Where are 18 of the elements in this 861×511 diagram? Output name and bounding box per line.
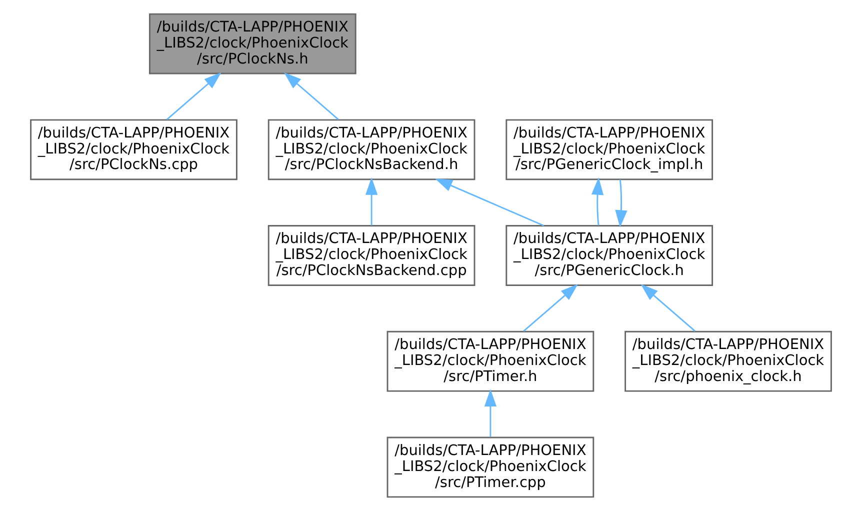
node-box: /builds/CTA-LAPP/PHOENIX _LIBS2/clock/PhoenixClock /src/PClockNs.cpp <box>30 119 237 180</box>
arrow <box>590 177 604 226</box>
arrow <box>640 284 696 332</box>
arrow <box>434 178 544 226</box>
node-box: /builds/CTA-LAPP/PHOENIX _LIBS2/clock/PhoenixClock /src/PClockNsBackend.h <box>267 119 475 180</box>
node-box: /builds/CTA-LAPP/PHOENIX _LIBS2/clock/PhoenixClock /src/PClockNs.h <box>148 13 356 74</box>
node-box: /builds/CTA-LAPP/PHOENIX _LIBS2/clock/PhoenixClock /src/PGenericClock_impl.h <box>505 119 713 180</box>
arrow <box>484 389 496 438</box>
arrow <box>614 180 627 228</box>
arrow <box>166 72 221 120</box>
node-box: /builds/CTA-LAPP/PHOENIX _LIBS2/clock/PhoenixClock /src/phoenix_clock.h <box>624 330 832 392</box>
arrow <box>364 177 378 226</box>
node-box: /builds/CTA-LAPP/PHOENIX _LIBS2/clock/PhoenixClock /src/PTimer.h <box>386 330 594 392</box>
node-box: /builds/CTA-LAPP/PHOENIX _LIBS2/clock/PhoenixClock /src/PTimer.cpp <box>386 436 594 498</box>
arrow <box>283 72 338 120</box>
node-box: /builds/CTA-LAPP/PHOENIX _LIBS2/clock/PhoenixClock /src/PGenericClock.h <box>505 225 713 286</box>
arrow <box>522 284 578 332</box>
node-box: /builds/CTA-LAPP/PHOENIX _LIBS2/clock/PhoenixClock /src/PClockNsBackend.cpp <box>267 225 475 286</box>
